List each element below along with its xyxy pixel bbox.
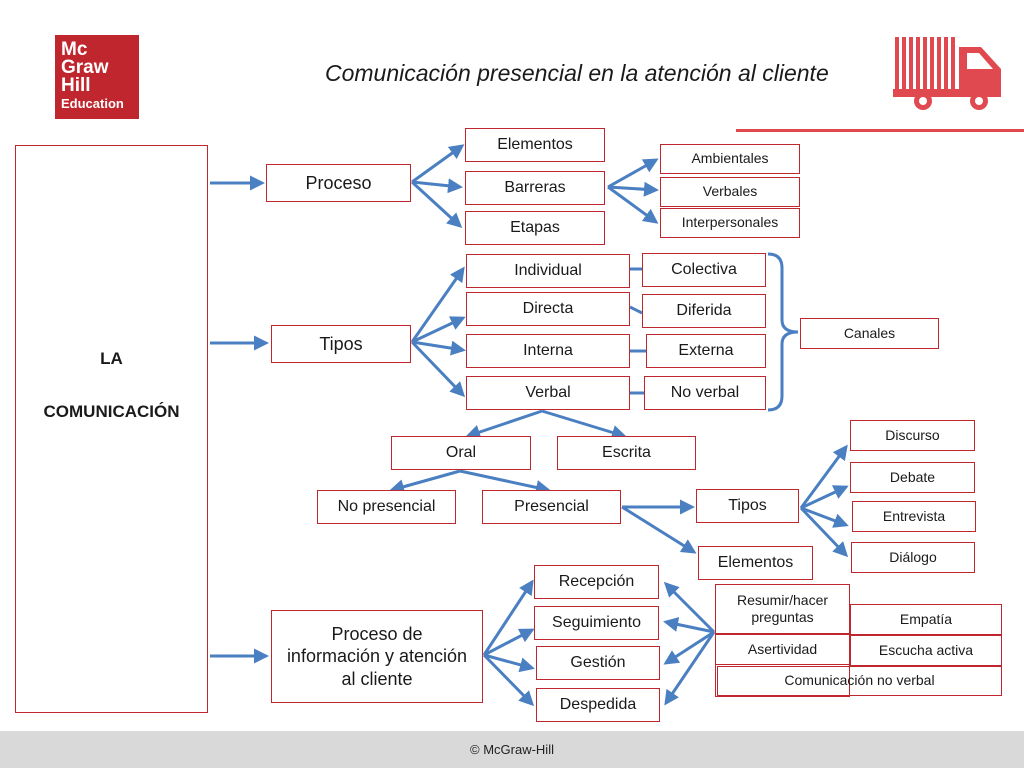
diferida-box: Diferida (642, 294, 766, 328)
tipos-presencial-box: Tipos (696, 489, 799, 523)
main-label-line2: COMUNICACIÓN (43, 402, 180, 421)
mcgraw-hill-logo: Mc Graw Hill Education (55, 35, 139, 119)
discurso-box: Discurso (850, 420, 975, 451)
escrita-box: Escrita (557, 436, 696, 470)
gestion-box: Gestión (536, 646, 660, 680)
oral-box: Oral (391, 436, 531, 470)
verbal-box: Verbal (466, 376, 630, 410)
externa-box: Externa (646, 334, 766, 368)
etapas-box: Etapas (465, 211, 605, 245)
slide-title: Comunicación presencial en la atención a… (325, 60, 829, 86)
elementos-box: Elementos (465, 128, 605, 162)
ambientales-box: Ambientales (660, 144, 800, 174)
despedida-box: Despedida (536, 688, 660, 722)
barreras-box: Barreras (465, 171, 605, 205)
tipos-box: Tipos (271, 325, 411, 363)
truck-icon (893, 37, 1001, 110)
interpersonales-box: Interpersonales (660, 208, 800, 238)
canales-box: Canales (800, 318, 939, 349)
resumir-preguntas-box: Resumir/hacer preguntas (715, 584, 850, 634)
footer-bar: © McGraw-Hill (0, 731, 1024, 768)
directa-box: Directa (466, 292, 630, 326)
elementos-presencial-box: Elementos (698, 546, 813, 580)
debate-box: Debate (850, 462, 975, 493)
entrevista-box: Entrevista (852, 501, 976, 532)
asertividad-box-extension (715, 665, 850, 697)
proceso-box: Proceso (266, 164, 411, 202)
seguimiento-box: Seguimiento (534, 606, 659, 640)
escucha-activa-box: Escucha activa (850, 635, 1002, 666)
main-label-line1: LA (100, 349, 123, 368)
copyright-text: © McGraw-Hill (470, 742, 554, 757)
colectiva-box: Colectiva (642, 253, 766, 287)
dialogo-box: Diálogo (851, 542, 975, 573)
presencial-box: Presencial (482, 490, 621, 524)
verbales-box: Verbales (660, 177, 800, 207)
asertividad-box: Asertividad (715, 634, 850, 665)
la-comunicacion-box: LA COMUNICACIÓN (15, 145, 208, 713)
proceso-informacion-box: Proceso de información y atención al cli… (271, 610, 483, 703)
empatia-box: Empatía (850, 604, 1002, 635)
no-presencial-box: No presencial (317, 490, 456, 524)
individual-box: Individual (466, 254, 630, 288)
recepcion-box: Recepción (534, 565, 659, 599)
title-underline (736, 129, 1024, 132)
interna-box: Interna (466, 334, 630, 368)
comunicacion-no-verbal-box: Comunicación no verbal (717, 666, 1002, 696)
no-verbal-box: No verbal (644, 376, 766, 410)
